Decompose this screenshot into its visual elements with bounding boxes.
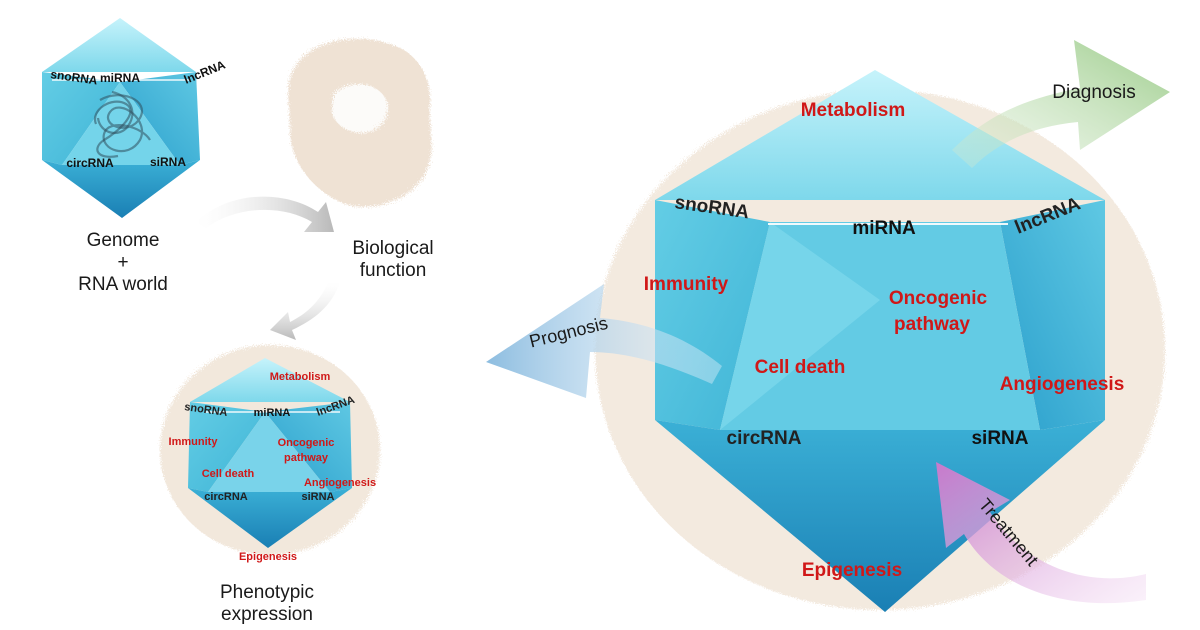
large-crystal: Metabolism snoRNA miRNA lncRNA Immunity …	[595, 70, 1165, 612]
small-crystal-right-face	[120, 72, 200, 165]
small-lncrna-label: lncRNA	[182, 57, 228, 86]
large-sirna-label: siRNA	[971, 428, 1028, 449]
large-mirna-label: miRNA	[852, 218, 916, 239]
phenotypic-caption-line2: expression	[221, 604, 313, 625]
large-cell-death-label: Cell death	[755, 357, 846, 378]
large-immunity-label: Immunity	[644, 274, 729, 295]
medium-oncogenic-label: Oncogenic	[278, 437, 335, 449]
small-crystal-bottom-face	[42, 160, 200, 218]
medium-cell-death-label: Cell death	[202, 468, 255, 480]
large-angiogenesis-label: Angiogenesis	[1000, 374, 1125, 395]
medium-crystal-top-face	[190, 358, 350, 402]
diagnosis-arrow: Diagnosis	[952, 40, 1170, 168]
medium-epigenesis-label: Epigenesis	[239, 551, 297, 563]
large-oncogenic-label: Oncogenic	[889, 288, 988, 309]
large-crystal-bottom-face	[655, 420, 1105, 612]
biological-caption-line1: Biological	[352, 238, 434, 259]
large-epigenesis-label: Epigenesis	[802, 560, 902, 581]
genome-caption-line2: +	[117, 252, 129, 273]
small-snorna-label: snoRNA	[50, 67, 99, 87]
medium-crystal-center-face	[208, 412, 330, 492]
medium-sirna-label: siRNA	[301, 491, 334, 503]
large-crystal-inner-face	[720, 222, 880, 430]
biological-function-caption: Biological function	[338, 238, 448, 282]
diagnosis-label: Diagnosis	[1052, 82, 1135, 103]
phenotypic-caption-line1: Phenotypic	[219, 582, 314, 603]
medium-circrna-label: circRNA	[204, 491, 247, 503]
large-crystal-left-face	[655, 200, 770, 430]
genome-caption-line3: RNA world	[78, 274, 168, 295]
small-crystal-top-face	[42, 18, 196, 72]
medium-crystal-bottom-face	[188, 488, 352, 548]
biological-caption-line2: function	[359, 260, 427, 281]
phenotypic-expression-caption: Phenotypic expression	[212, 582, 322, 626]
medium-metabolism-label: Metabolism	[270, 371, 331, 383]
small-sirna-label: siRNA	[150, 155, 186, 169]
large-metabolism-label: Metabolism	[801, 100, 906, 121]
large-crystal-right-face	[1000, 200, 1105, 430]
medium-crystal-left-face	[188, 402, 265, 492]
medium-angiogenesis-label: Angiogenesis	[304, 477, 376, 489]
protein-structure-icon	[288, 38, 432, 207]
flow-arrow-genome-to-function	[196, 196, 334, 232]
genome-caption-line1: Genome	[86, 230, 160, 251]
small-mirna-label: miRNA	[100, 71, 140, 85]
medium-mirna-label: miRNA	[254, 407, 291, 419]
genome-caption: Genome + RNA world	[78, 230, 168, 296]
large-pathway-label: pathway	[894, 314, 970, 335]
medium-snorna-label: snoRNA	[184, 401, 229, 419]
small-crystal: snoRNA miRNA lncRNA circRNA siRNA	[42, 18, 228, 218]
large-crystal-top-face	[655, 70, 1105, 200]
large-circrna-label: circRNA	[727, 428, 802, 449]
medium-immunity-label: Immunity	[169, 436, 219, 448]
small-crystal-left-face	[42, 72, 120, 165]
medium-crystal: Metabolism snoRNA miRNA lncRNA Immunity …	[160, 345, 380, 563]
rna-tangle-icon	[93, 90, 151, 158]
medium-pathway-label: pathway	[284, 452, 329, 464]
small-crystal-center-face	[62, 82, 180, 165]
flow-arrow-function-to-phenotype	[270, 282, 340, 340]
small-circrna-label: circRNA	[66, 156, 114, 170]
medium-crystal-right-face	[265, 402, 352, 492]
